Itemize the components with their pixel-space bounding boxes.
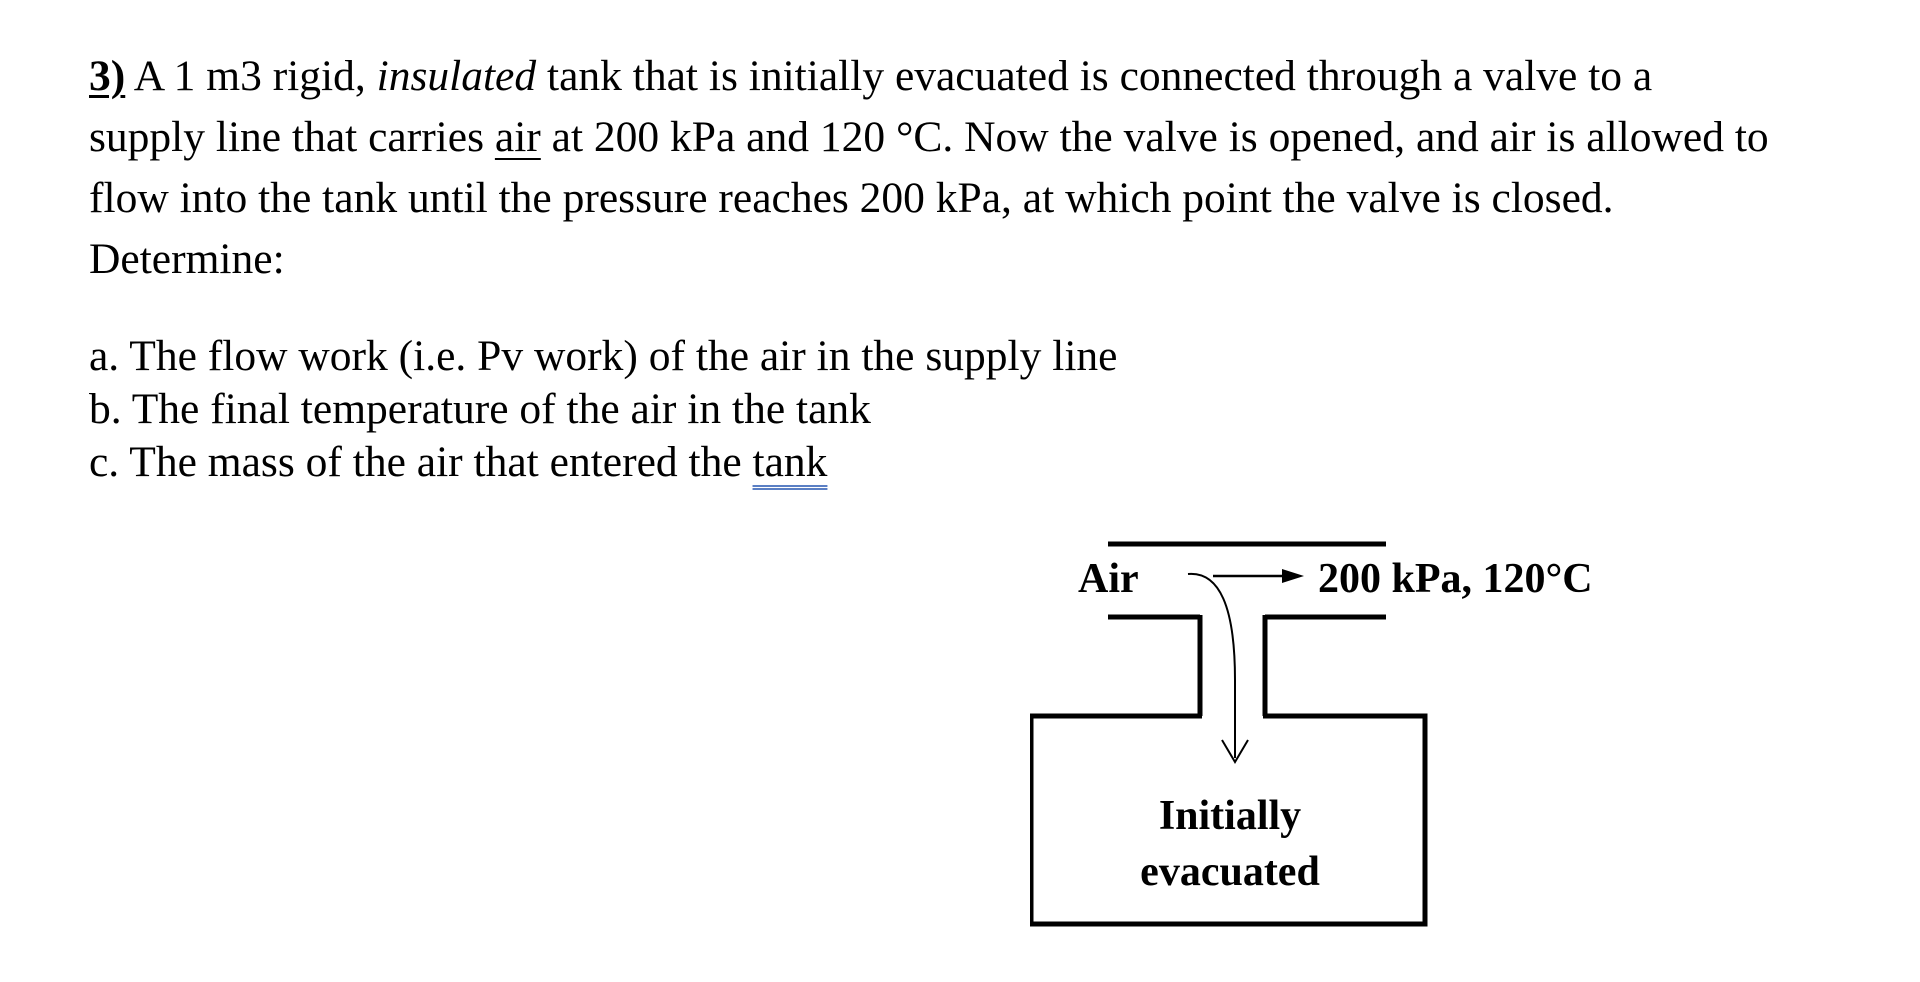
tank-diagram-drawing <box>1030 541 1428 927</box>
problem-text-2a: supply line that carries <box>89 113 495 161</box>
condition-label: 200 kPa, 120°C <box>1318 556 1593 602</box>
problem-line-1: 3) A 1 m3 rigid, insulated tank that is … <box>89 46 1889 107</box>
problem-line-2: supply line that carries air at 200 kPa … <box>89 107 1889 168</box>
question-a: a. The flow work (i.e. Pv work) of the a… <box>89 332 1118 380</box>
problem-text-1b: tank that is initially evacuated is conn… <box>536 52 1653 100</box>
problem-line-4: Determine: <box>89 235 285 283</box>
question-list: a. The flow work (i.e. Pv work) of the a… <box>89 330 1117 489</box>
tank-underlined: tank <box>752 438 828 486</box>
tank-state-label: Initially evacuated <box>1030 788 1430 900</box>
problem-number: 3) <box>89 52 126 100</box>
tank-outline <box>1030 713 1428 927</box>
question-b: b. The final temperature of the air in t… <box>89 385 871 433</box>
inflow-arrow-curve <box>1187 572 1236 758</box>
problem-statement: 3) A 1 m3 rigid, insulated tank that is … <box>89 46 1889 290</box>
tank-diagram: Air 200 kPa, 120°C Initially evacuated <box>1030 530 1650 940</box>
tank-state-line-1: Initially <box>1158 793 1302 839</box>
inlet-label: Air <box>1078 556 1139 602</box>
question-c: c. The mass of the air that entered the … <box>89 436 1117 489</box>
inflow-arrow-head <box>1221 739 1249 764</box>
insulated-emphasis: insulated <box>376 52 537 100</box>
flow-arrow-head <box>1282 569 1304 583</box>
problem-line-3: flow into the tank until the pressure re… <box>89 174 1614 222</box>
air-underlined: air <box>494 113 541 161</box>
problem-text-1a: A 1 m3 rigid, <box>125 52 377 100</box>
question-c-text: c. The mass of the air that entered the <box>89 438 753 486</box>
problem-text-2b: at 200 kPa and 120 °C. Now the valve is … <box>540 113 1769 161</box>
tank-state-line-2: evacuated <box>1140 849 1320 895</box>
